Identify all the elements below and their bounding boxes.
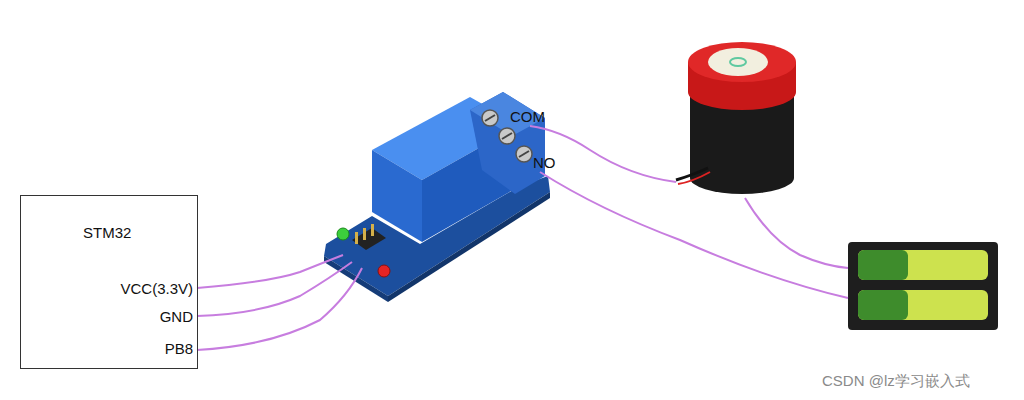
terminal-name: NO xyxy=(533,154,556,172)
pin-name: GND xyxy=(160,308,193,326)
watermark: CSDN @lz学习嵌入式 xyxy=(822,372,970,390)
relay-module xyxy=(324,92,550,302)
wires xyxy=(197,126,848,350)
node-title: STM32 xyxy=(83,224,131,242)
terminal-name: COM xyxy=(510,108,545,126)
pin-name: PB8 xyxy=(165,340,193,358)
buzzer xyxy=(676,42,796,194)
battery-pack xyxy=(848,242,998,330)
pin-name: VCC(3.3V) xyxy=(120,280,193,298)
